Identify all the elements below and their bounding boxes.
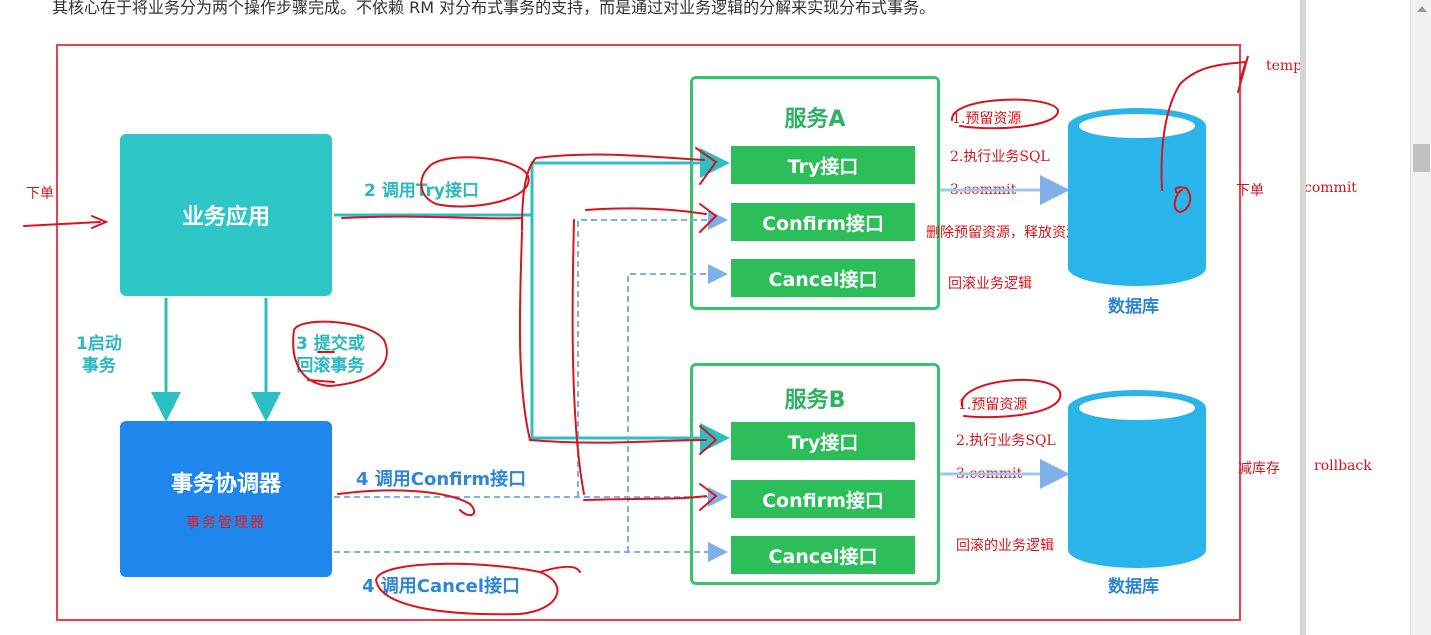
service-b-cancel: Cancel接口 bbox=[731, 536, 915, 574]
business-app-box: 业务应用 bbox=[120, 134, 332, 296]
note-commit-right: commit bbox=[1304, 180, 1357, 196]
label-start: 1启动 事务 bbox=[76, 333, 122, 377]
scrollbar-thumb[interactable] bbox=[1413, 144, 1430, 172]
service-b-try: Try接口 bbox=[731, 422, 915, 460]
try-arrow-b bbox=[530, 215, 730, 453]
service-b-box: 服务B Try接口 Confirm接口 Cancel接口 bbox=[690, 363, 940, 585]
label-cancel: 4 调用Cancel接口 bbox=[362, 576, 521, 597]
database-a-label: 数据库 bbox=[1108, 297, 1159, 317]
database-a-icon bbox=[1068, 108, 1206, 286]
note-order-right: 下单 bbox=[1236, 183, 1264, 199]
cancel-arrow-a bbox=[627, 264, 728, 552]
service-a-cancel: Cancel接口 bbox=[731, 259, 915, 297]
label-try: 2 调用Try接口 bbox=[364, 181, 479, 201]
label-start-line2: 事务 bbox=[81, 356, 116, 376]
note-a-2: 2.执行业务SQL bbox=[950, 149, 1050, 165]
try-arrow-a bbox=[334, 148, 730, 217]
label-commit: 3 提交或 回滚事务 bbox=[296, 333, 365, 377]
service-a-title: 服务A bbox=[784, 107, 846, 132]
note-a-1: 1.预留资源 bbox=[952, 111, 1022, 127]
database-b-label: 数据库 bbox=[1108, 577, 1159, 597]
service-a-try: Try接口 bbox=[731, 146, 915, 184]
label-confirm: 4 调用Confirm接口 bbox=[356, 469, 527, 490]
note-b-1: 1.预留资源 bbox=[958, 397, 1028, 413]
confirm-arrow-a bbox=[577, 210, 728, 497]
service-a-confirm: Confirm接口 bbox=[731, 203, 915, 241]
service-b-title: 服务B bbox=[784, 388, 846, 413]
intro-text: 其核心在于将业务分为两个操作步骤完成。不依赖 RM 对分布式事务的支持，而是通过… bbox=[52, 0, 936, 17]
content-divider bbox=[1300, 0, 1306, 635]
note-temp: temp bbox=[1266, 58, 1303, 74]
scroll-up-icon[interactable] bbox=[1417, 6, 1427, 12]
diagram-frame bbox=[56, 44, 1241, 621]
vertical-scrollbar[interactable] bbox=[1410, 0, 1431, 635]
note-order-left: 下单 bbox=[26, 186, 54, 202]
note-b-2: 2.执行业务SQL bbox=[956, 433, 1056, 449]
label-start-line1: 1启动 bbox=[76, 334, 122, 354]
label-commit-line1: 3 提交或 bbox=[296, 334, 365, 354]
diagram-connectors bbox=[23, 55, 1249, 616]
coordinator-box: 事务协调器 事务管理器 bbox=[120, 421, 332, 577]
note-a-5: 回滚业务逻辑 bbox=[948, 276, 1032, 292]
service-b-confirm: Confirm接口 bbox=[731, 480, 915, 518]
coordinator-label: 事务协调器 bbox=[170, 472, 281, 497]
database-b-icon bbox=[1068, 390, 1206, 568]
note-rollback: rollback bbox=[1314, 458, 1372, 474]
coordinator-note: 事务管理器 bbox=[186, 515, 266, 531]
note-a-4: 删除预留资源，释放资源 bbox=[926, 225, 1080, 241]
note-reduce-stock: 减库存 bbox=[1238, 461, 1280, 477]
handwritten-marks bbox=[23, 55, 1249, 616]
note-b-4: 回滚的业务逻辑 bbox=[956, 538, 1054, 554]
label-commit-line2: 回滚事务 bbox=[296, 356, 365, 376]
service-a-box: 服务A Try接口 Confirm接口 Cancel接口 bbox=[690, 76, 940, 310]
